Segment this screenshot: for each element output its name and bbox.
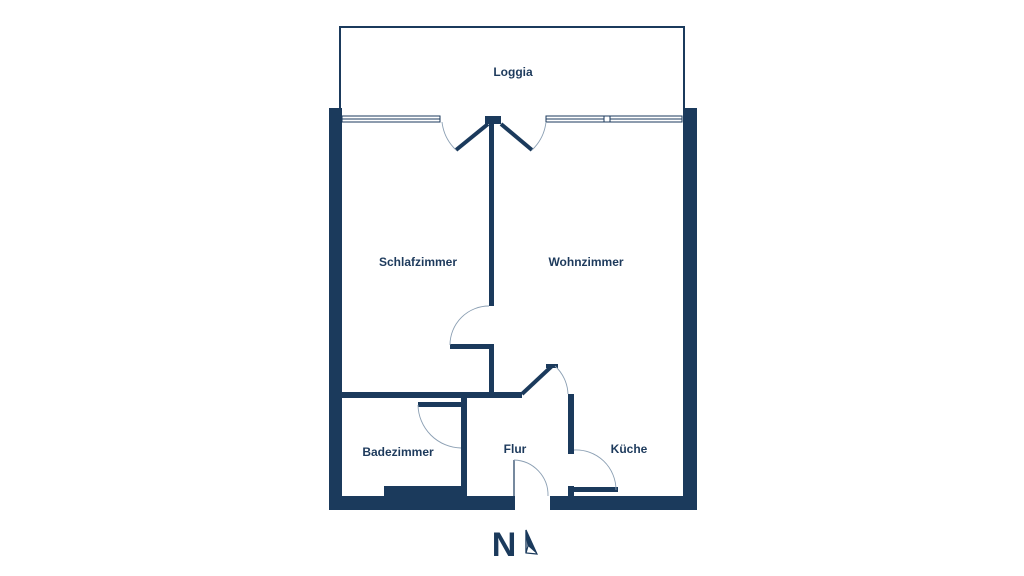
room-label-schlafzimmer: Schlafzimmer bbox=[379, 255, 457, 269]
north-indicator: N bbox=[492, 526, 538, 564]
exterior-walls bbox=[329, 108, 697, 510]
north-arrow-icon bbox=[525, 529, 538, 555]
bedroom-door bbox=[449, 305, 490, 346]
room-label-loggia: Loggia bbox=[493, 65, 533, 79]
loggia-outline bbox=[339, 26, 685, 115]
interior-walls bbox=[342, 122, 618, 496]
window-strip-right bbox=[545, 115, 683, 123]
room-label-kueche: Küche bbox=[611, 442, 648, 456]
loggia-door-right bbox=[499, 121, 547, 152]
north-label: N bbox=[492, 526, 517, 564]
bathroom-door bbox=[417, 404, 462, 449]
room-label-flur: Flur bbox=[504, 442, 527, 456]
room-label-badezimmer: Badezimmer bbox=[362, 445, 434, 459]
entrance-door bbox=[513, 459, 549, 497]
loggia-door-left bbox=[441, 121, 490, 152]
room-label-wohnzimmer: Wohnzimmer bbox=[548, 255, 623, 269]
window-strip-left bbox=[341, 115, 441, 123]
kitchen-door bbox=[573, 449, 617, 491]
living-door bbox=[520, 364, 569, 396]
